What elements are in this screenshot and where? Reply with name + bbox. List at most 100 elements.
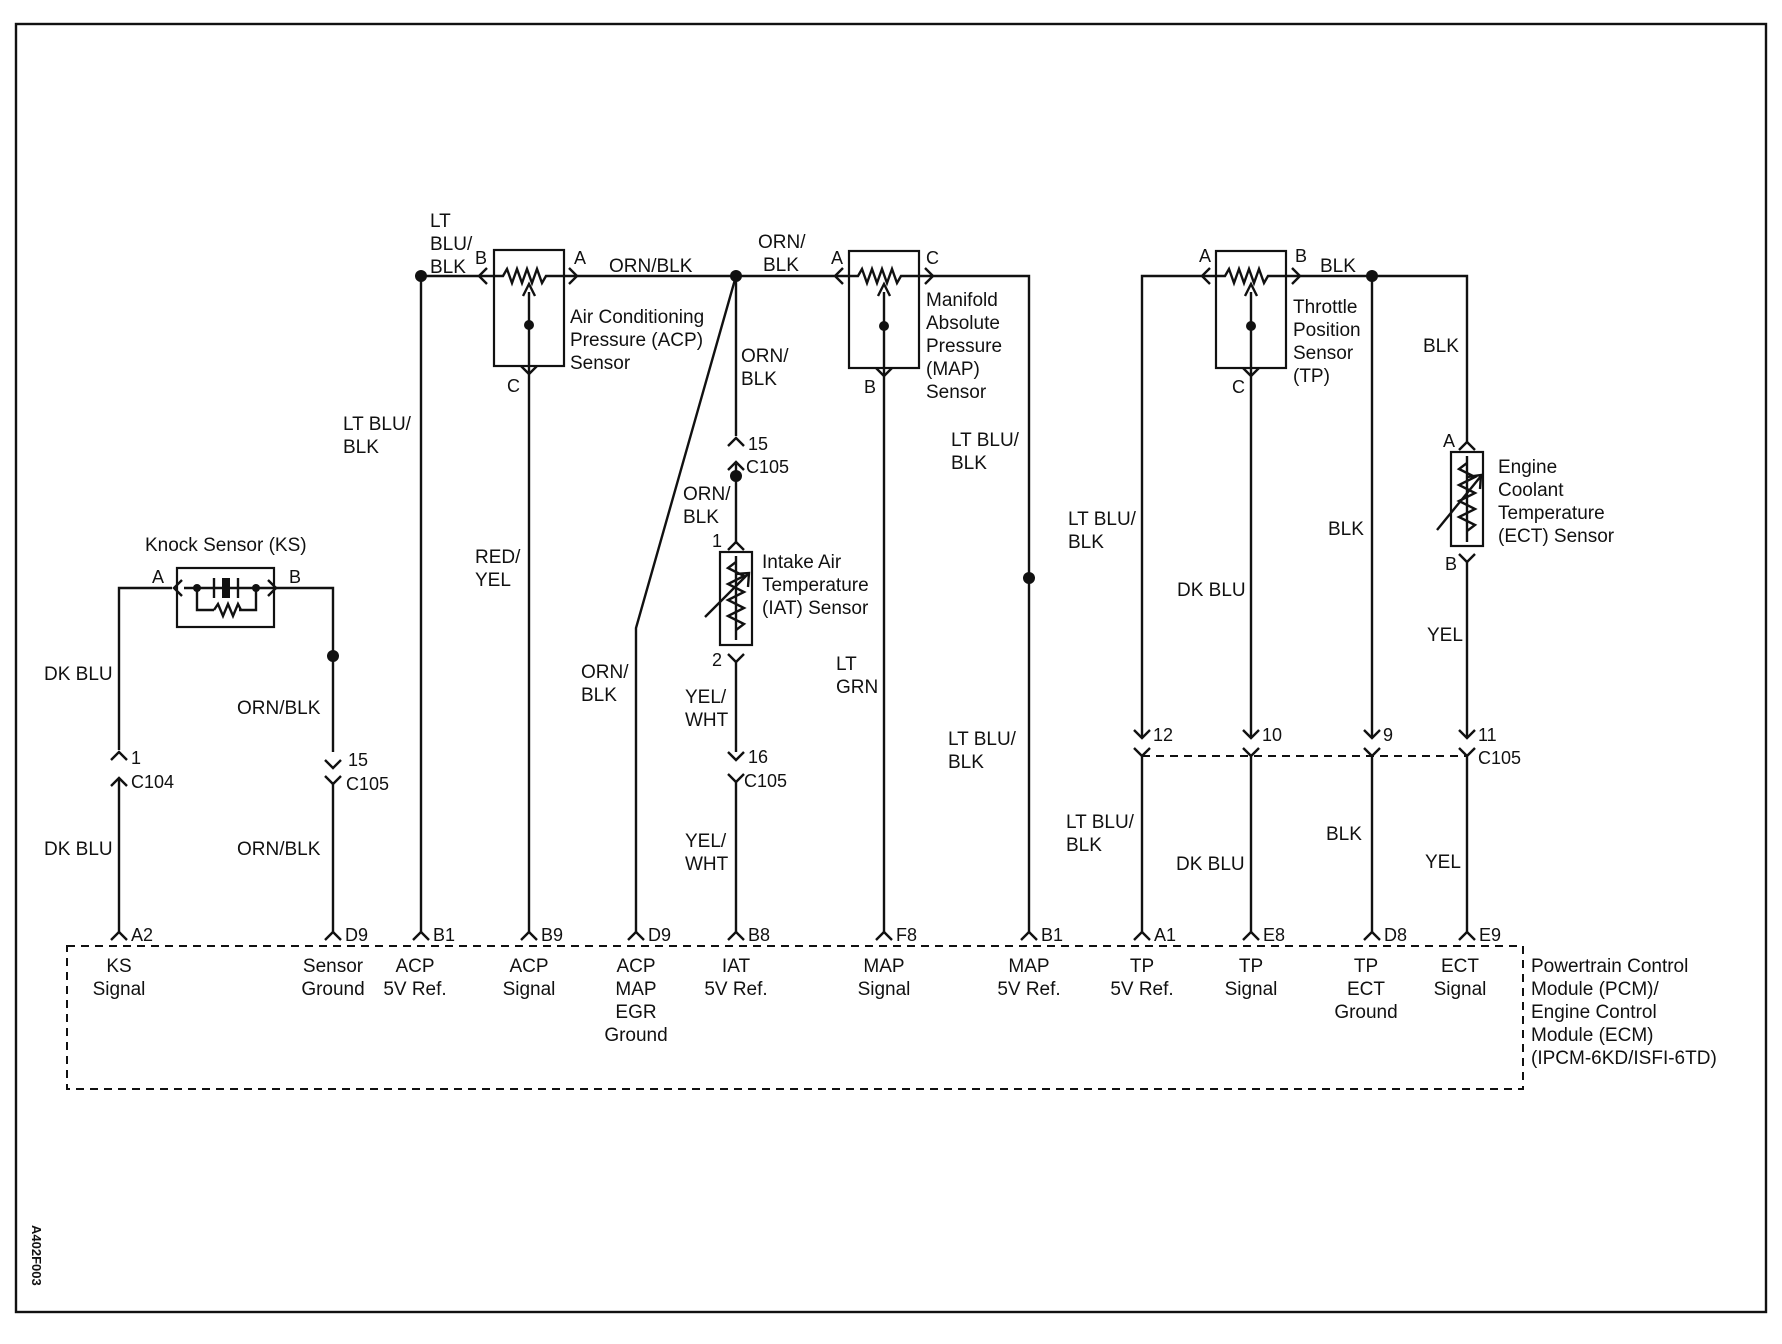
- terminal-label: MAP: [863, 956, 904, 977]
- pcm-label-4: Module (ECM): [1531, 1025, 1653, 1046]
- acp-b-left-2: BLK: [343, 437, 379, 458]
- c104-name: C104: [131, 772, 174, 792]
- terminal-arrow: [110, 930, 128, 941]
- terminal-label: ACP: [395, 956, 434, 977]
- acp-pin-a: A: [574, 248, 586, 268]
- egr-ground-label-2: BLK: [581, 685, 617, 706]
- acp-b-top-3: BLK: [430, 257, 466, 278]
- terminal-label: TP: [1130, 956, 1154, 977]
- terminal-label: TP: [1354, 956, 1378, 977]
- map-label-5: Sensor: [926, 382, 987, 403]
- pcm-label-1: Powertrain Control: [1531, 956, 1688, 977]
- c105-connector: [1133, 729, 1476, 758]
- ect-label-2: Coolant: [1498, 480, 1564, 501]
- blk-9-upper-label: BLK: [1328, 519, 1364, 540]
- terminal-label: Signal: [503, 979, 556, 1000]
- acp-pin-b: B: [475, 248, 487, 268]
- map-pin-a: A: [831, 248, 843, 268]
- terminal-arrow: [1242, 930, 1260, 941]
- tp-label-4: (TP): [1293, 366, 1330, 387]
- acp-map-egr-ground-wire: [634, 275, 738, 932]
- iat-up-name: C105: [746, 457, 789, 477]
- ect-label-4: (ECT) Sensor: [1498, 526, 1615, 547]
- ks-ground-pin: 15: [348, 750, 368, 770]
- tp-ground-wire: [1300, 274, 1469, 442]
- terminal-label: 5V Ref.: [1110, 979, 1173, 1000]
- map-c-lower-2: BLK: [948, 752, 984, 773]
- ect-sensor: A B Engine Coolant Temperature (ECT) Sen…: [1436, 431, 1615, 574]
- tp-sensor: A B C Throttle Position Sensor (TP): [1199, 246, 1361, 397]
- terminal-label: IAT: [722, 956, 751, 977]
- iat-2-upper-1: YEL/: [685, 687, 727, 708]
- terminal-label: TP: [1239, 956, 1263, 977]
- acp-pin-c: C: [507, 376, 520, 396]
- map-label-3: Pressure: [926, 336, 1002, 357]
- iat-down-name: C105: [744, 771, 787, 791]
- terminal-label: MAP: [1008, 956, 1049, 977]
- acp-b-top-1: LT: [430, 211, 451, 232]
- iat-pin-1: 1: [712, 531, 722, 551]
- ect-conn-name: C105: [1478, 748, 1521, 768]
- tp-a-pin: 12: [1153, 725, 1173, 745]
- orn-down-label-1: ORN/: [741, 346, 789, 367]
- iat-up-pin: 15: [748, 434, 768, 454]
- iat-label-3: (IAT) Sensor: [762, 598, 869, 619]
- knock-sensor: Knock Sensor (KS) A B: [145, 535, 307, 629]
- terminal-pin: A2: [131, 925, 153, 945]
- tp-pin-a: A: [1199, 246, 1211, 266]
- page-border: [14, 22, 1768, 1314]
- iat-label-2: Temperature: [762, 575, 869, 596]
- tp-gnd-pin: 9: [1383, 725, 1393, 745]
- terminal-arrow: [1020, 930, 1038, 941]
- terminal-pin: D9: [345, 925, 368, 945]
- tp-label-2: Position: [1293, 320, 1361, 341]
- terminal-label: ECT: [1347, 979, 1385, 1000]
- iat-down-pin: 16: [748, 747, 768, 767]
- c104-pin: 1: [131, 748, 141, 768]
- iat-2-lower-1: YEL/: [685, 831, 727, 852]
- tp-label-1: Throttle: [1293, 297, 1357, 318]
- blk-9-lower-label: BLK: [1326, 824, 1362, 845]
- ect-b-upper-label: YEL: [1427, 625, 1463, 646]
- terminal-label: MAP: [615, 979, 656, 1000]
- tp-c-upper-label: DK BLU: [1177, 580, 1246, 601]
- tp-a-lower-2: BLK: [1066, 835, 1102, 856]
- terminal-label: 5V Ref.: [704, 979, 767, 1000]
- tp-c-pin: 10: [1262, 725, 1282, 745]
- ect-pin-a: A: [1443, 431, 1455, 451]
- terminal-pin: F8: [896, 925, 917, 945]
- ks-a-upper-label: DK BLU: [44, 664, 113, 685]
- acp-label-1: Air Conditioning: [570, 307, 704, 328]
- ks-a-lower-label: DK BLU: [44, 839, 113, 860]
- terminal-label: Ground: [301, 979, 364, 1000]
- terminal-label: Signal: [1225, 979, 1278, 1000]
- terminal-pin: A1: [1154, 925, 1176, 945]
- terminal-label: EGR: [615, 1002, 656, 1023]
- ect-label-1: Engine: [1498, 457, 1557, 478]
- ks-b-upper-label: ORN/BLK: [237, 698, 321, 719]
- ks-pin-a: A: [152, 567, 164, 587]
- map-label-2: Absolute: [926, 313, 1000, 334]
- pcm-label-3: Engine Control: [1531, 1002, 1657, 1023]
- ks-signal-wire: [117, 586, 172, 932]
- tp-a-upper-1: LT BLU/: [1068, 509, 1137, 530]
- tp-pin-b: B: [1295, 246, 1307, 266]
- map-b-label-1: LT: [836, 654, 857, 675]
- orn-down-label-2: BLK: [741, 369, 777, 390]
- ks-pin-b: B: [289, 567, 301, 587]
- map-label-4: (MAP): [926, 359, 980, 380]
- acp-label-3: Sensor: [570, 353, 631, 374]
- iat-label-1: Intake Air: [762, 552, 842, 573]
- terminal-arrow: [520, 930, 538, 941]
- terminal-label: Signal: [858, 979, 911, 1000]
- pcm-outline: [66, 945, 1524, 1090]
- map-pin-c: C: [926, 248, 939, 268]
- terminal-pin: E8: [1263, 925, 1285, 945]
- ect-label-3: Temperature: [1498, 503, 1605, 524]
- iat-2-upper-2: WHT: [685, 710, 729, 731]
- map-c-upper-2: BLK: [951, 453, 987, 474]
- terminal-pin: B9: [541, 925, 563, 945]
- tp-a-upper-2: BLK: [1068, 532, 1104, 553]
